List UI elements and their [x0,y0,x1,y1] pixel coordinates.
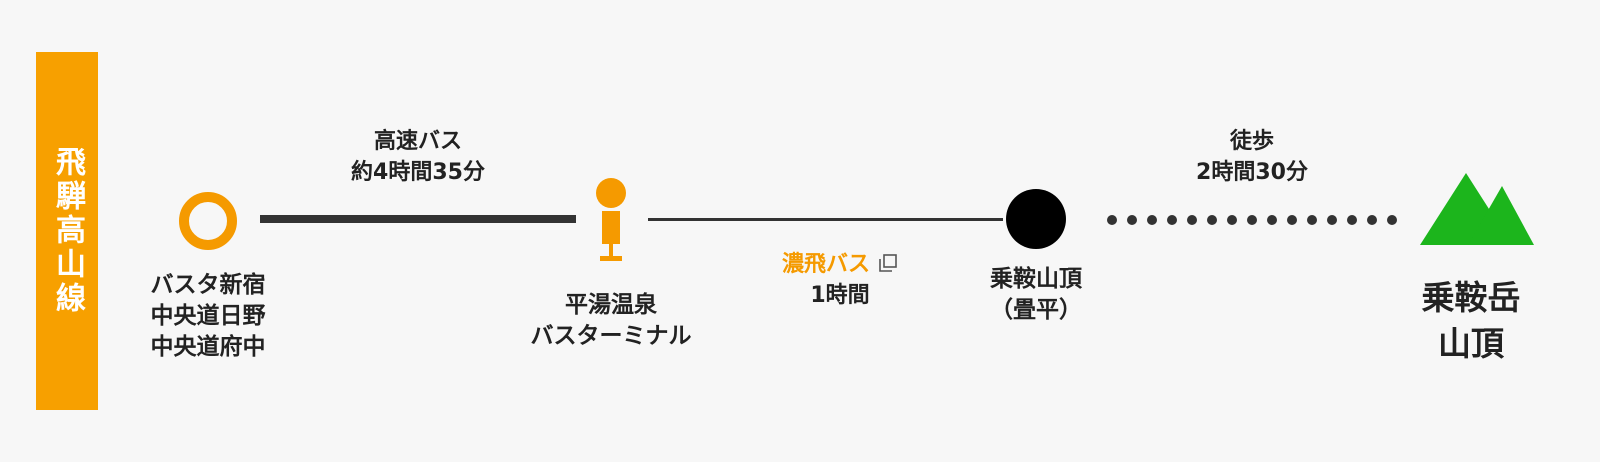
segment-walk-label: 徒歩 2時間30分 [1152,126,1352,188]
line-name-tag: 飛騨高山線 [36,52,98,410]
station-marker [1006,189,1066,249]
stop-hirayu-label: 平湯温泉 バスターミナル [530,292,692,349]
segment-line-highway [260,215,576,223]
segment-line-local-bus [648,218,1003,221]
segment-mode: 高速バス [373,129,462,154]
segment-mode: 濃飛バス [781,252,870,277]
segment-local-bus-label: 濃飛バス 1時間 [740,249,940,311]
mountain-icon [1420,173,1534,245]
bus-stop-icon [596,178,626,261]
segment-duration: 約4時間35分 [351,160,485,185]
segment-highway-label: 高速バス 約4時間35分 [318,126,518,188]
summit-label: 乗鞍岳 山頂 [1421,278,1521,363]
segment-mode-link[interactable]: 濃飛バス [740,249,940,280]
segment-line-walk [1107,215,1397,225]
segment-duration: 2時間30分 [1196,160,1308,185]
segment-mode: 徒歩 [1229,129,1274,154]
line-name: 飛騨高山線 [50,146,85,316]
stop-tatamidaira-label: 乗鞍山頂 （畳平） [990,266,1082,323]
origin-marker [179,192,237,250]
stop-origin-label: バスタ新宿 中央道日野 中央道府中 [150,272,266,360]
segment-duration: 1時間 [810,283,870,308]
copy-icon [879,254,897,272]
